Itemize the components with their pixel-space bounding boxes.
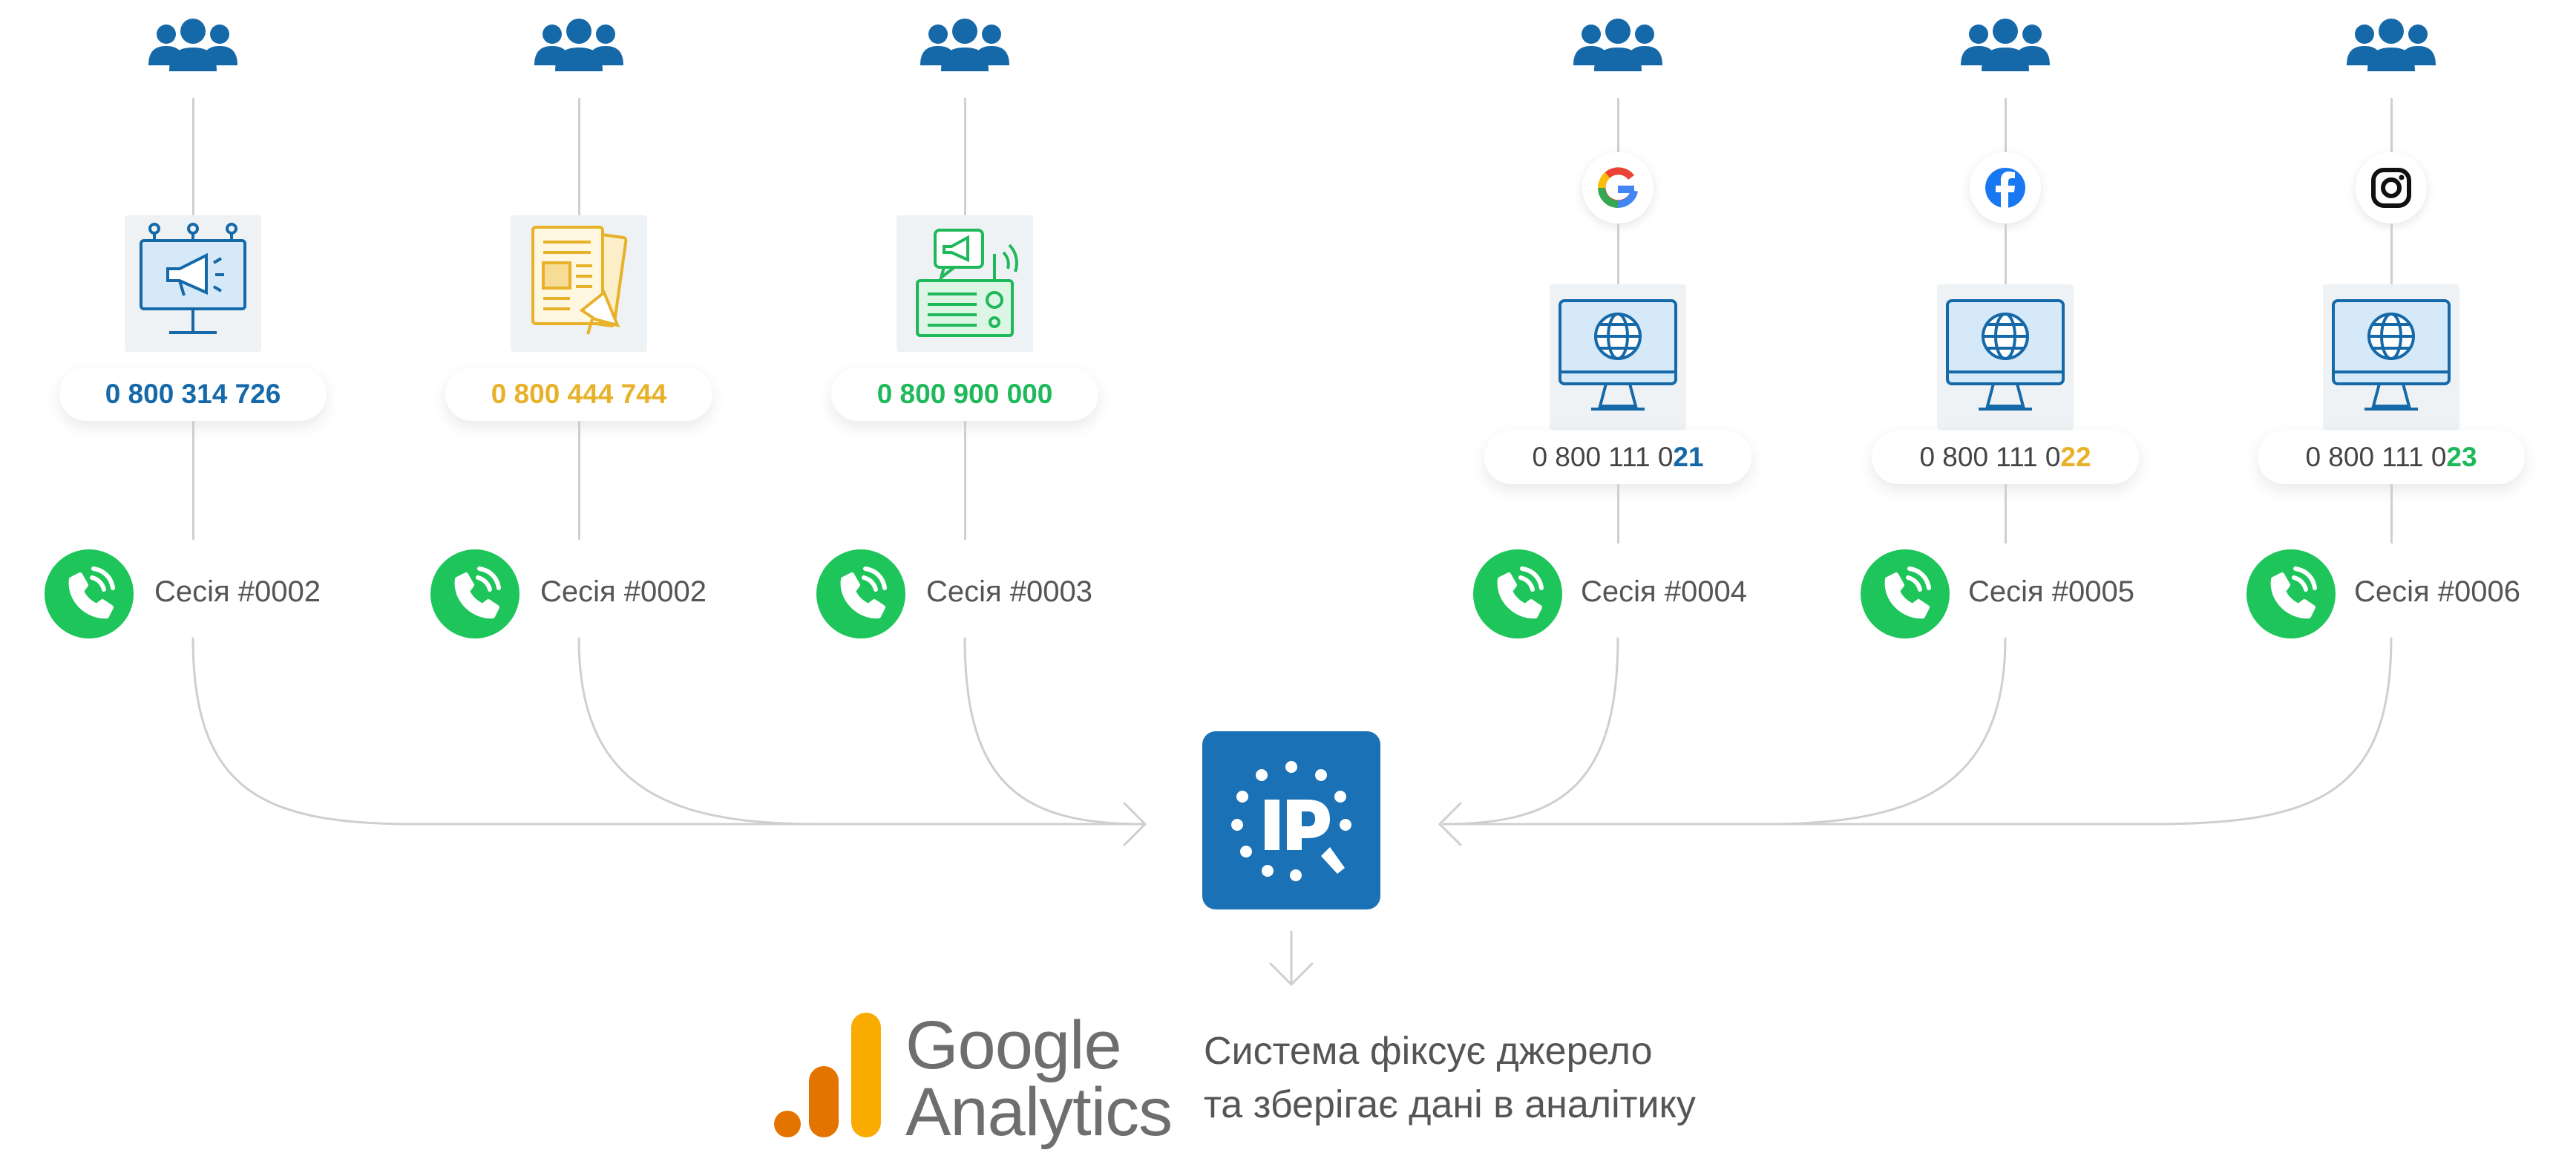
instagram-icon <box>2356 152 2427 223</box>
curve-online-4 <box>1442 637 1619 826</box>
phone-call-icon <box>1473 549 1562 638</box>
caption-line-1: Система фіксує джерело <box>1204 1030 1653 1073</box>
google-icon <box>1582 152 1654 223</box>
tracking-phone-number: 0 800 444 744 <box>445 367 712 421</box>
google-analytics-brand-line2: Analytics <box>905 1074 1173 1150</box>
computer-globe-icon <box>2323 284 2459 430</box>
phone-prefix: 0 800 111 0 <box>1919 442 2061 472</box>
phone-call-icon <box>45 549 134 638</box>
people-icon <box>148 19 237 71</box>
computer-globe-icon <box>1937 284 2074 430</box>
facebook-icon <box>1970 152 2041 223</box>
caption-line-2: та зберігає дані в аналітику <box>1204 1083 1696 1126</box>
session-label: Сесія #0004 <box>1581 575 1748 608</box>
phone-suffix: 22 <box>2060 442 2091 472</box>
curve-offline-1 <box>191 637 1144 826</box>
google-analytics-icon <box>774 1013 881 1137</box>
phone-call-icon <box>1861 549 1950 638</box>
curve-online-6 <box>1442 637 2393 826</box>
people-icon <box>920 19 1009 71</box>
people-icon <box>2347 19 2436 71</box>
arrow-down-head <box>1269 962 1314 987</box>
curve-offline-3 <box>963 637 1144 826</box>
people-icon <box>1961 19 2050 71</box>
billboard-icon <box>125 215 261 352</box>
ip-logo-icon <box>1202 731 1380 909</box>
phone-prefix: 0 800 111 0 <box>2305 442 2447 472</box>
offline-channel-2: 0 800 444 744 Сесія #0002 <box>430 0 712 638</box>
session-label: Сесія #0002 <box>540 575 707 608</box>
newspaper-icon <box>511 215 647 352</box>
phone-suffix: 23 <box>2446 442 2477 472</box>
curve-offline-2 <box>577 637 1144 826</box>
google-analytics-brand-line1: Google <box>905 1007 1122 1083</box>
radio-icon <box>897 215 1033 352</box>
people-icon <box>1573 19 1662 71</box>
phone-prefix: 0 800 111 0 <box>1532 442 1674 472</box>
offline-channel-1: 0 800 314 726 Сесія #0002 <box>45 0 327 638</box>
tracking-phone-number: 0 800 314 726 <box>59 367 327 421</box>
curve-online-5 <box>1442 637 2007 826</box>
arrow-head-right <box>1438 802 1462 846</box>
people-icon <box>534 19 623 71</box>
session-label: Сесія #0002 <box>154 575 321 608</box>
phone-call-icon <box>430 549 520 638</box>
session-label: Сесія #0003 <box>926 575 1093 608</box>
phone-call-icon <box>2246 549 2336 638</box>
tracking-phone-number: 0 800 900 000 <box>831 367 1098 421</box>
phone-call-icon <box>816 549 905 638</box>
offline-channel-3: 0 800 900 000 Сесія #0003 <box>816 0 1098 638</box>
arrow-head-left <box>1123 802 1147 846</box>
computer-globe-icon <box>1550 284 1686 430</box>
session-label: Сесія #0006 <box>2354 575 2521 608</box>
session-label: Сесія #0005 <box>1968 575 2135 608</box>
phone-suffix: 21 <box>1673 442 1704 472</box>
